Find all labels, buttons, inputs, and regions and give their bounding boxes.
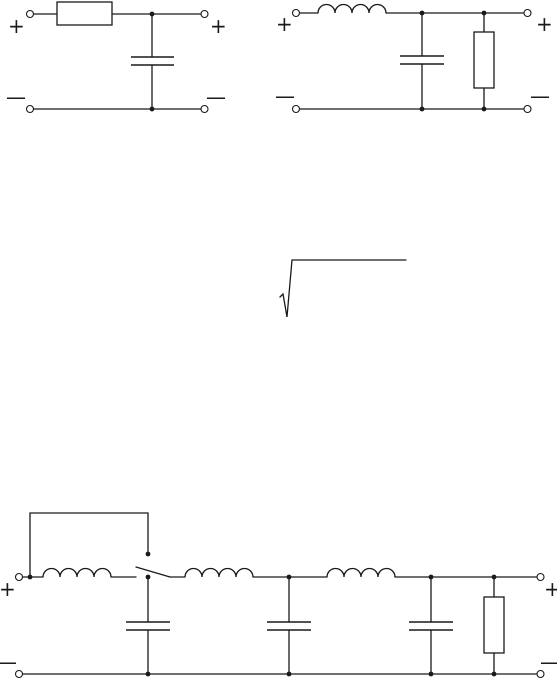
lc-filter-circuit: + + — — — [275, 3, 553, 114]
ms-inductor-1 — [42, 567, 112, 578]
ms-output-minus-label: — — [540, 650, 557, 674]
rc-series-resistor — [56, 1, 113, 26]
multistage-filter-circuit: + + — — — [0, 512, 557, 679]
rc-output-minus-terminal — [200, 104, 209, 114]
lc-junction-node — [481, 106, 487, 112]
lc-output-plus-terminal — [523, 8, 532, 18]
radical-sign-stroke — [279, 259, 407, 318]
ms-switch-blade — [135, 566, 171, 578]
ms-output-plus-label: + — [544, 577, 557, 601]
ms-input-minus-label: — — [0, 650, 17, 674]
rc-input-plus-terminal — [25, 9, 35, 19]
rc-output-minus-label: — — [206, 85, 226, 109]
ms-inductor-2 — [184, 567, 254, 578]
radical-sign — [279, 259, 407, 318]
lc-input-minus-label: — — [275, 84, 295, 108]
lc-input-plus-label: + — [276, 12, 293, 36]
rc-filter-circuit: + + — — — [6, 1, 227, 114]
bypass-loop-wire — [29, 512, 149, 578]
ms-output-minus-terminal — [536, 669, 545, 679]
lc-output-minus-label: — — [530, 84, 550, 108]
ms-input-plus-label: + — [0, 577, 16, 601]
rc-input-minus-label: — — [6, 85, 26, 109]
rc-output-plus-label: + — [210, 14, 227, 38]
ms-input-plus-terminal — [14, 572, 24, 582]
rc-junction-node — [149, 106, 155, 112]
lc-junction-node — [419, 106, 425, 112]
ms-junction-node — [145, 671, 151, 677]
lc-output-minus-terminal — [523, 104, 532, 114]
switch-contact-node — [145, 551, 151, 557]
lc-load-resistor — [473, 31, 495, 89]
lc-series-inductor — [317, 3, 387, 14]
lc-input-plus-terminal — [291, 8, 301, 18]
lc-output-plus-label: + — [536, 12, 553, 36]
ms-inductor-3 — [326, 567, 396, 578]
rc-input-minus-terminal — [25, 104, 35, 114]
ms-junction-node — [491, 671, 497, 677]
ms-output-plus-terminal — [536, 572, 545, 582]
rc-input-plus-label: + — [8, 14, 25, 38]
ms-junction-node — [27, 574, 33, 580]
rc-output-plus-terminal — [200, 9, 209, 19]
ms-junction-node — [428, 671, 434, 677]
ms-junction-node — [286, 671, 292, 677]
ms-load-resistor — [483, 596, 505, 654]
